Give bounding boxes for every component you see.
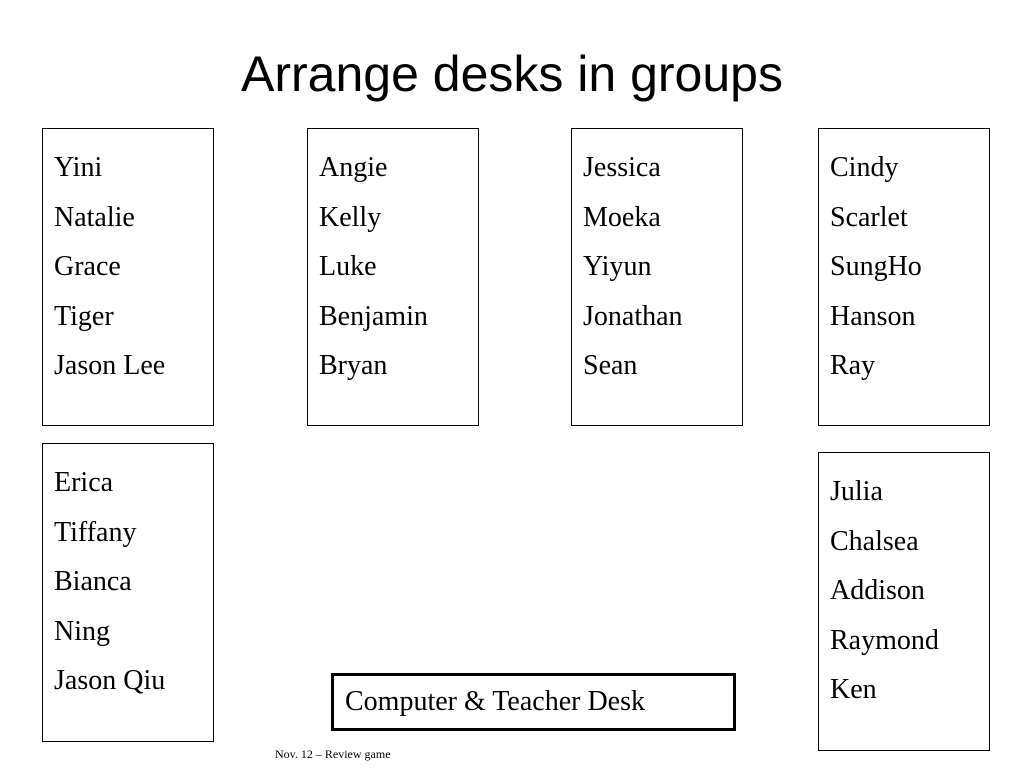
student-name: Natalie (54, 201, 135, 233)
student-name: Jason Qiu (54, 665, 166, 696)
student-name: Grace (54, 251, 121, 282)
student-name: Jason Lee (54, 350, 166, 381)
student-name: Luke (319, 251, 377, 282)
student-name: Yini (54, 152, 103, 183)
student-name: Ning (54, 615, 110, 647)
student-name: Erica (54, 467, 114, 498)
student-name: Bryan (319, 350, 388, 381)
student-name: Jessica (583, 152, 661, 183)
desk-group-5: Erica Tiffany Bianca Ning Jason Qiu (42, 443, 214, 742)
student-name: Addison (830, 575, 925, 606)
student-name: Tiger (54, 300, 114, 332)
student-name: Kelly (319, 201, 382, 233)
slide-footer: Nov. 12 – Review game (275, 747, 391, 761)
student-name: SungHo (830, 251, 922, 282)
student-name: Angie (319, 152, 388, 183)
student-name: Moeka (583, 201, 661, 233)
student-name: Scarlet (830, 201, 908, 233)
student-name: Sean (583, 350, 638, 381)
student-name: Tiffany (54, 516, 137, 548)
student-name: Yiyun (583, 251, 652, 282)
desk-group-6: Julia Chalsea Addison Raymond Ken (818, 452, 990, 751)
student-name: Hanson (830, 300, 916, 332)
desk-group-4: Cindy Scarlet SungHo Hanson Ray (818, 128, 990, 426)
student-name: Ray (830, 350, 876, 381)
student-name: Ken (830, 674, 877, 705)
student-name: Raymond (830, 624, 939, 656)
desk-group-2: Angie Kelly Luke Benjamin Bryan (307, 128, 479, 426)
teacher-desk: Computer & Teacher Desk (331, 673, 736, 731)
slide-title: Arrange desks in groups (241, 46, 783, 102)
student-name: Chalsea (830, 525, 919, 557)
student-name: Jonathan (583, 300, 683, 332)
desk-group-3: Jessica Moeka Yiyun Jonathan Sean (571, 128, 743, 426)
student-name: Cindy (830, 152, 899, 183)
desk-group-1: Yini Natalie Grace Tiger Jason Lee (42, 128, 214, 426)
student-name: Benjamin (319, 300, 428, 332)
student-name: Julia (830, 476, 883, 507)
student-name: Bianca (54, 566, 132, 597)
